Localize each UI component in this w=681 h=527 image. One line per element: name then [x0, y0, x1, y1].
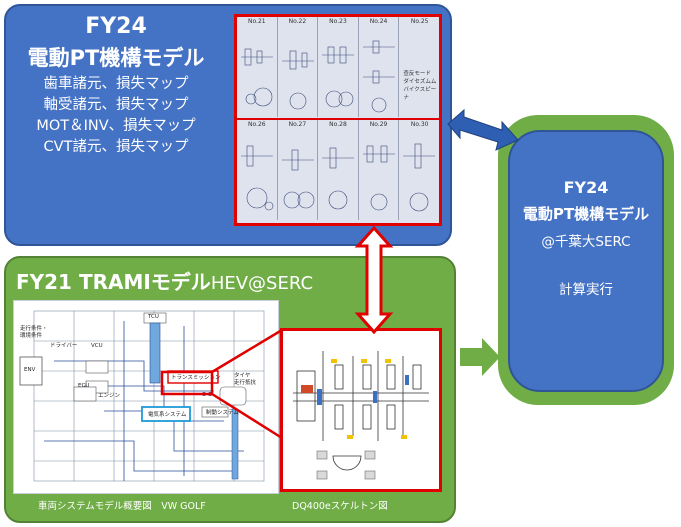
mechanism-no21: No.21	[237, 17, 278, 117]
mechanism-no24-label: No.24	[369, 18, 388, 25]
tcu-label: TCU	[148, 314, 159, 320]
spec-gear: 歯車諸元、損失マップ	[43, 76, 189, 92]
env-block	[19, 356, 43, 386]
grid-row-1: No.21 No.22 No.23 No.24 No.25 查反モード ダイセズ…	[237, 17, 439, 120]
zoom-connector	[160, 328, 283, 440]
mechanism-no24: No.24	[359, 17, 400, 117]
mechanism-no29-label: No.29	[369, 121, 388, 128]
tcu-bus	[149, 322, 161, 384]
mechanism-no23: No.23	[318, 17, 359, 117]
mechanism-no27: No.27	[278, 120, 319, 220]
mechanism-no28: No.28	[318, 120, 359, 220]
mechanism-no26: No.26	[237, 120, 278, 220]
mechanism-no25-note-3: バイクスピーナ	[403, 87, 437, 101]
mechanism-no26-label: No.26	[247, 121, 266, 128]
spec-bearing: 軸受諸元、損失マップ	[43, 97, 189, 113]
skeleton-svg	[293, 351, 429, 480]
mechanism-no25: No.25 查反モード ダイセズムム バイクスピーナ	[399, 17, 440, 117]
vcu-label: VCU	[91, 343, 103, 349]
env-label: ENV	[24, 367, 36, 373]
mechanism-no29: No.29	[359, 120, 400, 220]
mechanism-no22: No.22	[278, 17, 319, 117]
mechanism-no30-label: No.30	[410, 121, 429, 128]
mechanism-no28-label: No.28	[329, 121, 347, 128]
link-arrow-vertical	[354, 226, 394, 334]
mechanism-no21-label: No.21	[247, 18, 266, 25]
spec-cvt: CVT諸元、損失マップ	[43, 139, 189, 155]
engine-label: エンジン	[98, 393, 121, 399]
fy24-title: 電動PT機構モデル	[27, 46, 205, 70]
mechanism-no25-note-1: 查反モード	[403, 71, 431, 77]
fy24-year: FY24	[85, 14, 147, 39]
dq400e-skeleton-diagram	[280, 328, 442, 492]
link-arrow-blue	[447, 108, 519, 151]
transmission-label: トランスミッション	[171, 375, 221, 381]
trami-title-suffix: HEV@SERC	[210, 273, 314, 294]
system-model-svg	[19, 310, 265, 482]
trami-title-main: FY21 TRAMIモデル	[16, 270, 211, 294]
brake-system-label: 制動システム	[206, 410, 239, 416]
mechanism-no25-note-2: ダイセズムム	[403, 79, 437, 85]
mechanism-no25-label: No.25	[410, 18, 429, 25]
ecu-label: ECU	[78, 383, 90, 389]
right-panel-action: 計算実行	[559, 282, 613, 298]
system-diagram-caption: 車両システムモデル概要図 VW GOLF	[38, 501, 206, 512]
driver-label: ドライバー	[50, 343, 78, 349]
right-panel-year: FY24	[563, 178, 609, 197]
electric-system-block	[141, 406, 191, 422]
mechanism-no30: No.30	[399, 120, 440, 220]
electric-system-label: 電気系システム	[148, 412, 187, 418]
mechanism-no23-label: No.23	[329, 18, 347, 25]
right-panel	[508, 130, 664, 392]
trami-title: FY21 TRAMIモデルHEV@SERC	[16, 266, 313, 295]
tire-label: タイヤ 走行抵抗	[234, 373, 257, 386]
spec-motor-inverter: MOT＆INV、損失マップ	[36, 118, 196, 134]
right-panel-title: 電動PT機構モデル	[522, 205, 650, 223]
system-model-diagram: 走行条件・ 環境条件 ドライバー VCU TCU ENV ECU エンジン トラ…	[13, 300, 279, 494]
mechanism-no22-label: No.22	[288, 18, 307, 25]
mechanism-no27-label: No.27	[288, 121, 307, 128]
arrow-to-calculation	[460, 338, 500, 376]
grid-row-2: No.26 No.27 No.28 No.29 No.30	[237, 120, 439, 223]
skeleton-caption: DQ400eスケルトン図	[292, 501, 388, 512]
right-panel-affiliation: @千葉大SERC	[541, 234, 631, 250]
mechanism-grid: No.21 No.22 No.23 No.24 No.25 查反モード ダイセズ…	[234, 14, 442, 226]
travel-condition-label: 走行条件・ 環境条件	[20, 326, 48, 339]
